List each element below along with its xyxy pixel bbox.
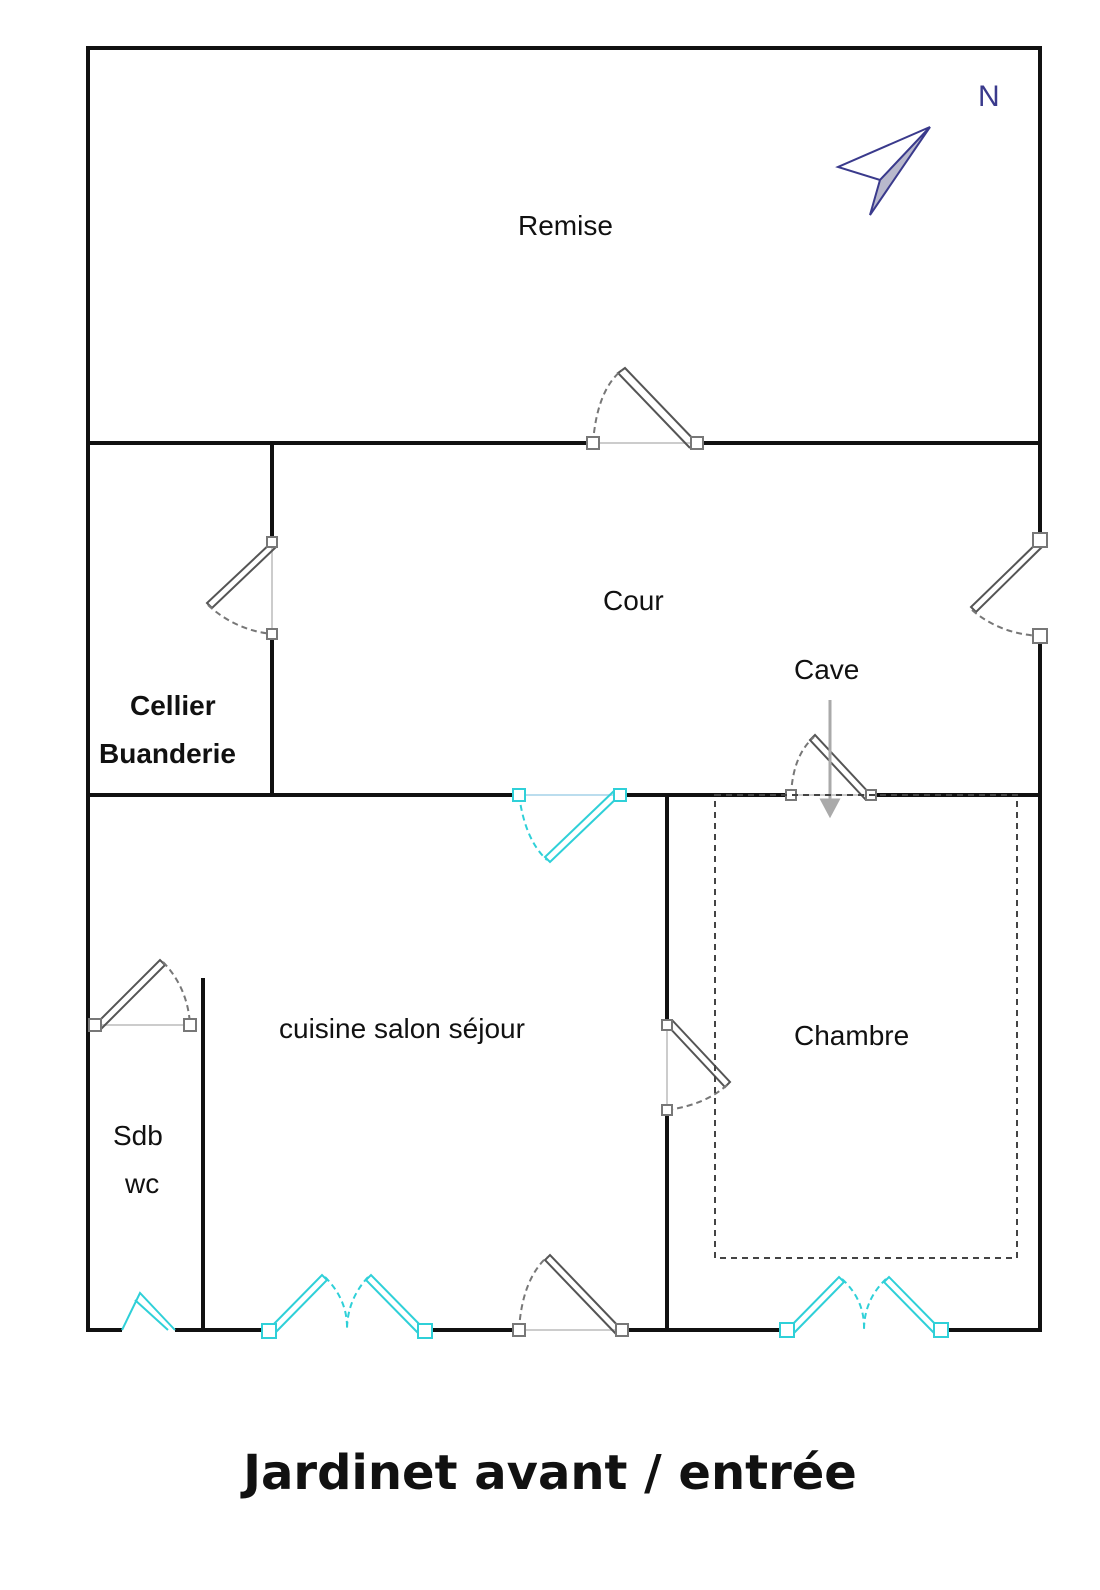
door-cellier xyxy=(205,536,278,640)
room-label-buanderie: Buanderie xyxy=(99,738,236,769)
room-label-chambre: Chambre xyxy=(794,1020,910,1051)
window-cour-sejour xyxy=(512,788,627,864)
door-entree xyxy=(512,1253,629,1337)
window-sejour-double xyxy=(261,1273,433,1339)
windows xyxy=(121,788,949,1339)
room-label-cour: Cour xyxy=(603,585,664,616)
window-sdb xyxy=(121,1291,176,1331)
door-chambre xyxy=(661,1019,732,1116)
room-label-cave: Cave xyxy=(794,654,860,685)
wall-openings xyxy=(92,542,1043,1333)
room-label-sdb: Sdb xyxy=(113,1120,163,1151)
compass-north-label: N xyxy=(978,80,1000,113)
window-chambre-double xyxy=(779,1275,949,1338)
room-label-remise: Remise xyxy=(518,210,613,241)
room-label-wc: wc xyxy=(125,1168,160,1199)
door-sdb xyxy=(88,958,197,1032)
cave-arrow xyxy=(819,700,841,819)
door-cour-east xyxy=(969,532,1048,644)
room-label-cuisine-salon-sejour: cuisine salon séjour xyxy=(279,1013,525,1044)
doors xyxy=(88,366,1048,1337)
room-label-cellier: Cellier xyxy=(130,690,216,721)
chambre-dashed-zone xyxy=(714,794,1018,1259)
footer-title: Jardinet avant / entrée xyxy=(243,1445,857,1501)
door-remise xyxy=(586,366,704,450)
compass-arrow-icon xyxy=(835,126,931,216)
